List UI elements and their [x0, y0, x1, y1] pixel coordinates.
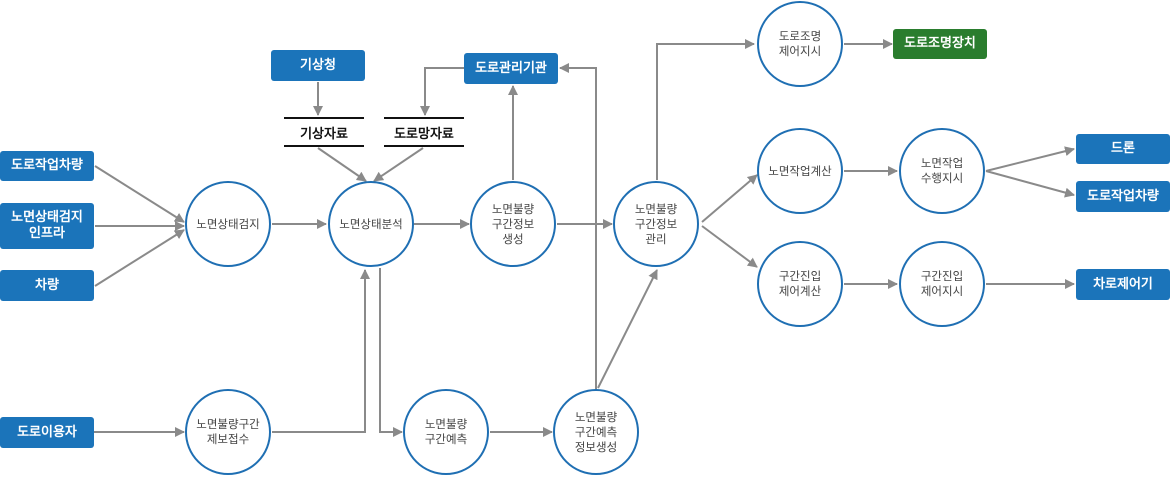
process-work-exec-cmd: 노면작업 수행지시 [899, 128, 985, 214]
datastore-weather: 기상자료 [284, 117, 364, 147]
arrow-forecastinfo-to-mgmt [597, 269, 658, 389]
agency-road-authority: 도로관리기관 [464, 53, 558, 84]
datastore-road-network: 도로망자료 [384, 117, 464, 147]
arrow-workcmd-to-drone [985, 146, 1075, 172]
arrow-forecastinfo-to-authority [559, 63, 597, 389]
process-forecast-info-gen: 노면불량 구간예측 정보생성 [553, 389, 639, 475]
arrow-authority-to-network [420, 67, 464, 116]
arrow-workcmd-to-workvehicle [985, 170, 1075, 198]
process-entry-control-cmd: 구간진입 제어지시 [899, 241, 985, 327]
arrow-work-vehicle-to-detection [94, 165, 185, 223]
output-lane-controller: 차로제어기 [1076, 269, 1170, 300]
arrow-vehicle-to-detection [94, 229, 185, 287]
arrow-mgmt-to-workcalc [701, 174, 758, 223]
source-road-surface-infra: 노면상태검지 인프라 [0, 203, 94, 249]
source-road-user: 도로이용자 [0, 417, 94, 448]
output-lighting-device: 도로조명장치 [893, 29, 987, 59]
arrow-network-to-analysis [373, 147, 424, 182]
output-road-work-vehicle: 도로작업차량 [1076, 181, 1170, 212]
arrow-report-to-analysis [272, 269, 370, 433]
process-work-calc: 노면작업계산 [757, 128, 843, 214]
arrow-mgmt-to-entrycalc [701, 225, 758, 268]
output-drone: 드론 [1076, 134, 1170, 164]
process-entry-control-calc: 구간진입 제어계산 [757, 241, 843, 327]
arrow-mgmt-to-lighting [656, 39, 755, 180]
agency-kma: 기상청 [271, 50, 365, 81]
process-poor-section-info-gen: 노면불량 구간정보 생성 [470, 181, 556, 267]
arrow-analysis-to-forecast [379, 268, 403, 437]
source-road-work-vehicle: 도로작업차량 [0, 151, 94, 181]
process-poor-section-forecast: 노면불량 구간예측 [403, 389, 489, 475]
source-vehicle: 차량 [0, 270, 94, 301]
process-poor-section-mgmt: 노면불량 구간정보 관리 [613, 181, 699, 267]
arrow-weather-to-analysis [317, 147, 367, 182]
process-poor-section-report: 노면불량구간 제보접수 [185, 389, 271, 475]
process-surface-analysis: 노면상태분석 [328, 181, 414, 267]
process-lighting-control-cmd: 도로조명 제어지시 [757, 1, 843, 87]
process-surface-detection: 노면상태검지 [185, 181, 271, 267]
